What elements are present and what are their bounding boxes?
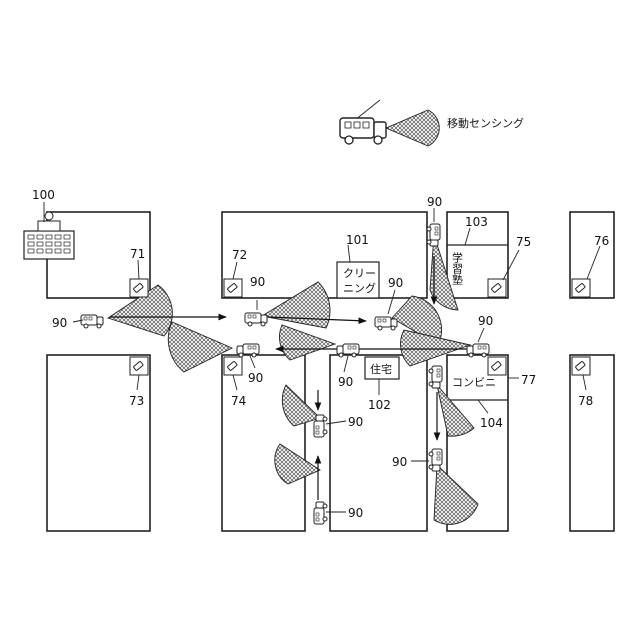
legend-truck-icon	[340, 118, 386, 144]
vehicle-1	[81, 315, 103, 328]
label-73: 73	[129, 394, 144, 408]
label-102: 102	[368, 398, 391, 412]
vehicle-7	[427, 224, 440, 246]
label-78: 78	[578, 394, 593, 408]
label-90-h: 90	[348, 415, 363, 429]
convenience-label: コンビニ	[452, 376, 496, 389]
vehicle-9	[429, 449, 442, 471]
label-101: 101	[346, 233, 369, 247]
sensor-73	[130, 357, 148, 375]
label-100: 100	[32, 188, 55, 202]
label-90-a: 90	[52, 316, 67, 330]
label-90-g: 90	[338, 375, 353, 389]
label-75: 75	[516, 235, 531, 249]
sensor-72	[224, 279, 242, 297]
vehicle-3	[375, 317, 397, 330]
vehicle-10	[314, 415, 327, 437]
vehicle-11	[314, 502, 327, 524]
vehicle-2	[245, 313, 267, 326]
facility-house: 住宅	[365, 357, 399, 379]
cleaning-label-line1: クリー	[343, 267, 376, 280]
sensor-74	[224, 357, 242, 375]
cone-4	[279, 325, 335, 360]
vehicle-8	[429, 366, 442, 388]
sensor-76	[572, 279, 590, 297]
label-104: 104	[480, 416, 503, 430]
cleaning-label-line2: ニング	[343, 281, 376, 295]
label-90-b: 90	[250, 275, 265, 289]
label-72: 72	[232, 248, 247, 262]
sensor-78	[572, 357, 590, 375]
legend-label: 移動センシング	[447, 116, 524, 130]
label-90-i: 90	[392, 455, 407, 469]
legend-antenna	[355, 100, 380, 120]
label-103: 103	[465, 215, 488, 229]
label-77: 77	[521, 373, 536, 387]
house-label: 住宅	[370, 362, 392, 376]
label-90-f: 90	[248, 371, 263, 385]
label-90-e: 90	[478, 314, 493, 328]
sensor-77	[488, 357, 506, 375]
label-71: 71	[130, 247, 145, 261]
block-bottom-left	[47, 355, 150, 531]
school-label: 学習塾	[451, 251, 464, 285]
sensor-71	[130, 279, 148, 297]
sensor-75	[488, 279, 506, 297]
facility-cleaning: クリー ニング	[337, 262, 379, 298]
legend-sensing-cone	[386, 110, 439, 146]
label-90-c: 90	[388, 276, 403, 290]
label-74: 74	[231, 394, 246, 408]
block-bottom-far-right	[570, 355, 614, 531]
label-76: 76	[594, 234, 609, 248]
label-90-j: 90	[348, 506, 363, 520]
label-90-d: 90	[427, 195, 442, 209]
legend: 移動センシング	[340, 100, 524, 146]
